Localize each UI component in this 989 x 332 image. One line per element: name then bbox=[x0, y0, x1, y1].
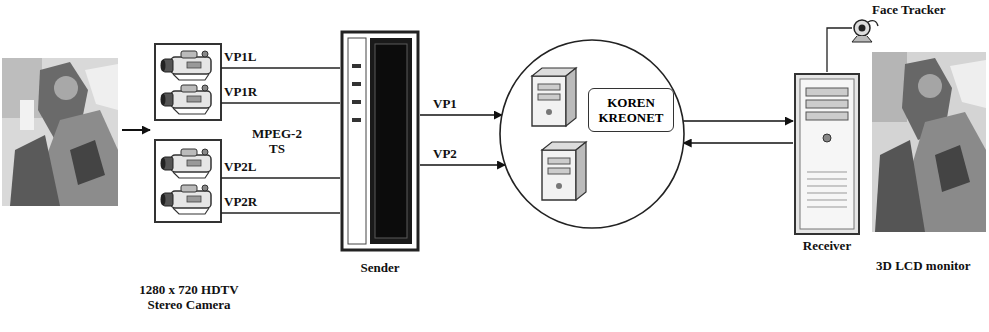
sender-rack bbox=[348, 38, 366, 244]
sender-rack bbox=[352, 100, 361, 104]
receiver-tower bbox=[795, 74, 859, 234]
receiver-tower bbox=[807, 172, 847, 173]
monitor-photo bbox=[950, 60, 986, 108]
receiver-node: Receiver bbox=[793, 72, 861, 256]
network-circle bbox=[538, 94, 560, 100]
monitor-photo bbox=[935, 145, 970, 192]
receiver-tower bbox=[806, 112, 848, 120]
receiver-tower bbox=[807, 200, 847, 201]
receiver-tower bbox=[806, 100, 848, 108]
stream-label: VP1 bbox=[432, 96, 458, 111]
network-circle bbox=[556, 183, 562, 189]
text-label: VP2L bbox=[224, 159, 257, 174]
text-label: MPEG-2 TS bbox=[246, 126, 308, 156]
camera-wires bbox=[221, 102, 340, 103]
network-circle bbox=[498, 38, 686, 230]
network-circle bbox=[532, 76, 566, 126]
face-tracker-icon bbox=[854, 20, 870, 36]
stereo-camera-pair bbox=[161, 149, 212, 178]
text-label: Face Tracker bbox=[872, 2, 946, 17]
network-circle bbox=[500, 40, 684, 228]
monitor-photo bbox=[875, 140, 925, 232]
flow-arrow bbox=[420, 114, 502, 116]
network-circle bbox=[542, 150, 576, 200]
network-circle bbox=[566, 68, 576, 126]
receiver-tower bbox=[807, 186, 847, 187]
flow-arrow bbox=[122, 129, 150, 131]
flow-arrow bbox=[684, 142, 793, 144]
flow-arrow bbox=[420, 164, 505, 166]
face-tracker-icon bbox=[868, 21, 878, 26]
network-circle bbox=[548, 158, 570, 164]
scene-photo bbox=[70, 140, 105, 185]
receiver-tower bbox=[807, 207, 847, 208]
stereo-camera-pair bbox=[161, 85, 212, 114]
text-label: VP2R bbox=[224, 194, 257, 209]
receiver-tower bbox=[793, 72, 861, 256]
stereo-camera-pair bbox=[155, 140, 221, 222]
sender-rack bbox=[375, 44, 407, 238]
network-circle bbox=[548, 168, 570, 174]
stereo-camera-pair bbox=[161, 185, 212, 214]
receiver-tower bbox=[823, 134, 831, 142]
monitor-photo bbox=[912, 112, 986, 232]
stereo-camera-pair bbox=[155, 140, 221, 222]
receiver-tower bbox=[807, 193, 847, 194]
sender-rack bbox=[352, 118, 361, 122]
face-tracker-icon bbox=[852, 36, 872, 42]
scene-photo bbox=[10, 135, 60, 206]
receiver-tower bbox=[806, 88, 848, 96]
stereo-camera-pair bbox=[155, 44, 221, 120]
network-circle bbox=[538, 84, 560, 90]
monitor-photo bbox=[872, 52, 986, 232]
scene-photo bbox=[2, 58, 118, 206]
face-tracker-icon bbox=[827, 20, 878, 72]
stream-label: VP2 bbox=[432, 146, 458, 161]
sender-rack bbox=[370, 38, 412, 244]
text-label: 3D LCD monitor bbox=[876, 258, 971, 273]
face-tracker-icon bbox=[827, 28, 852, 72]
monitor-photo bbox=[918, 74, 942, 98]
sender-rack bbox=[352, 64, 361, 68]
stereo-camera-pair bbox=[155, 44, 221, 120]
text-label: VP1R bbox=[224, 84, 257, 99]
monitor-photo bbox=[872, 52, 907, 122]
sender-rack bbox=[352, 82, 361, 86]
monitor-photo bbox=[872, 52, 986, 232]
camera-wires bbox=[221, 68, 340, 213]
face-tracker-icon bbox=[859, 25, 866, 32]
network-circle bbox=[532, 68, 576, 126]
scene-photo bbox=[2, 58, 118, 206]
receiver-tower bbox=[807, 179, 847, 180]
scene-photo bbox=[85, 64, 118, 110]
network-name-box: KOREN KREONET bbox=[588, 88, 674, 132]
network-circle bbox=[576, 142, 586, 200]
scene-photo bbox=[54, 76, 78, 100]
sender-rack bbox=[340, 30, 420, 278]
node-caption: Sender bbox=[320, 260, 440, 275]
scene-photo bbox=[20, 100, 34, 130]
flow-arrow bbox=[683, 120, 793, 122]
receiver-tower bbox=[800, 79, 854, 229]
network-node: KOREN KREONET bbox=[498, 38, 686, 230]
camera-wires bbox=[221, 212, 340, 213]
camera-wires bbox=[221, 67, 340, 68]
text-label: 1280 x 720 HDTV Stereo Camera bbox=[122, 282, 256, 312]
network-circle bbox=[546, 109, 552, 115]
sender-rack bbox=[342, 32, 418, 250]
sender-node: Sender bbox=[340, 30, 420, 278]
stereo-camera-pair bbox=[161, 51, 212, 80]
node-caption: Receiver bbox=[773, 238, 881, 253]
network-circle bbox=[542, 142, 586, 200]
text-label: VP1L bbox=[224, 49, 257, 64]
camera-wires bbox=[221, 177, 340, 178]
